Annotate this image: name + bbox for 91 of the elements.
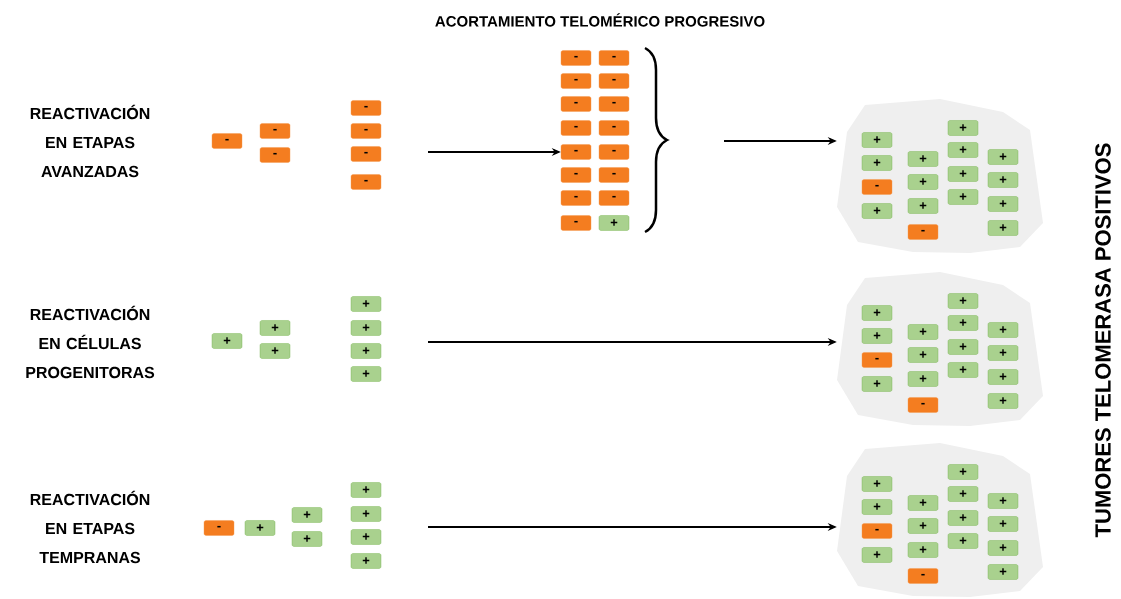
cell-box: +	[259, 343, 291, 359]
cell-box: +	[987, 493, 1019, 509]
cell-box: +	[987, 220, 1019, 236]
cell-box: +	[350, 529, 382, 545]
cell-box: +	[861, 476, 893, 492]
cell-box: -	[907, 568, 939, 584]
cell-box: +	[861, 155, 893, 171]
cell-box: +	[947, 486, 979, 502]
cell-box: +	[987, 369, 1019, 385]
cell-box: -	[560, 167, 592, 183]
cell-box: +	[350, 366, 382, 382]
cell-box: +	[987, 516, 1019, 532]
cell-box: -	[560, 215, 592, 231]
heading: ACORTAMIENTO TELOMÉRICO PROGRESIVO	[435, 13, 765, 27]
cell-box: -	[259, 147, 291, 163]
cell-box: +	[350, 343, 382, 359]
cell-box: -	[211, 133, 243, 149]
cell-box: -	[598, 167, 630, 183]
cell-box: +	[350, 506, 382, 522]
cell-box: -	[560, 120, 592, 136]
cell-box: +	[598, 215, 630, 231]
cell-box: +	[947, 120, 979, 136]
cell-box: +	[291, 531, 323, 547]
cell-box: -	[203, 520, 235, 536]
cell-box: -	[598, 73, 630, 89]
cell-box: +	[987, 540, 1019, 556]
cell-box: -	[861, 179, 893, 195]
cell-box: -	[861, 352, 893, 368]
cell-box: -	[350, 174, 382, 190]
cell-box: +	[947, 464, 979, 480]
cell-box: +	[350, 296, 382, 312]
row-label: REACTIVACIÓN EN ETAPAS AVANZADAS	[30, 104, 150, 178]
cell-box: +	[291, 507, 323, 523]
cell-box: +	[947, 315, 979, 331]
cell-box: +	[987, 149, 1019, 165]
cell-box: +	[861, 547, 893, 563]
cell-box: +	[350, 553, 382, 569]
cell-box: -	[598, 144, 630, 160]
cell-box: +	[861, 132, 893, 148]
cell-box: +	[987, 564, 1019, 580]
side-heading: TUMORES TELOMERASA POSITIVOS	[1095, 143, 1111, 538]
cell-box: +	[947, 142, 979, 158]
cell-box: -	[598, 50, 630, 66]
cell-box: -	[560, 96, 592, 112]
cell-box: -	[598, 120, 630, 136]
cell-box: +	[947, 189, 979, 205]
cell-box: +	[987, 345, 1019, 361]
cell-box: -	[350, 100, 382, 116]
cell-box: -	[598, 96, 630, 112]
cell-box: +	[861, 328, 893, 344]
row-label: REACTIVACIÓN EN ETAPAS TEMPRANAS	[30, 490, 150, 564]
cell-box: +	[907, 371, 939, 387]
cell-box: -	[907, 397, 939, 413]
cell-box: +	[987, 172, 1019, 188]
cell-box: -	[598, 190, 630, 206]
cell-box: +	[350, 320, 382, 336]
cell-box: +	[259, 320, 291, 336]
cell-box: +	[987, 322, 1019, 338]
cell-box: +	[947, 166, 979, 182]
cell-box: -	[560, 73, 592, 89]
cell-box: +	[947, 293, 979, 309]
cell-box: +	[907, 495, 939, 511]
cell-box: +	[987, 393, 1019, 409]
cell-box: +	[907, 198, 939, 214]
cell-box: -	[861, 523, 893, 539]
cell-box: +	[907, 324, 939, 340]
cell-box: +	[907, 542, 939, 558]
cell-box: +	[907, 518, 939, 534]
cell-box: +	[861, 376, 893, 392]
cell-box: +	[907, 151, 939, 167]
cell-box: +	[907, 174, 939, 190]
cell-box: -	[259, 123, 291, 139]
cell-box: -	[560, 50, 592, 66]
cell-box: -	[350, 146, 382, 162]
cell-box: +	[947, 510, 979, 526]
cell-box: +	[350, 482, 382, 498]
row-label: REACTIVACIÓN EN CÉLULAS PROGENITORAS	[26, 305, 155, 379]
cell-box: +	[907, 347, 939, 363]
cell-box: -	[907, 224, 939, 240]
cell-box: +	[861, 499, 893, 515]
cell-box: +	[861, 203, 893, 219]
cell-box: +	[211, 333, 243, 349]
cell-box: -	[560, 190, 592, 206]
cell-box: +	[244, 520, 276, 536]
cell-box: +	[947, 362, 979, 378]
cell-box: +	[947, 339, 979, 355]
cell-box: +	[861, 305, 893, 321]
cell-box: -	[560, 144, 592, 160]
cell-box: -	[350, 123, 382, 139]
cell-box: +	[987, 196, 1019, 212]
cell-box: +	[947, 533, 979, 549]
